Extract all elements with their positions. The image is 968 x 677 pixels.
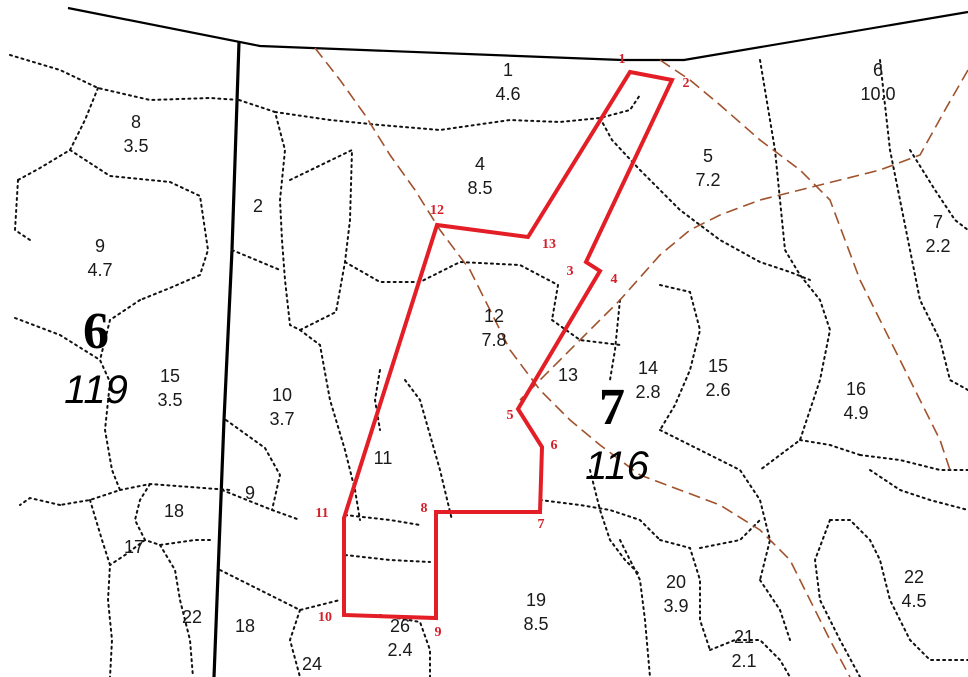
parcel-number: 18 <box>235 616 255 636</box>
parcel-number: 5 <box>703 146 713 166</box>
parcel-label: 127.8 <box>481 306 506 350</box>
parcel-number: 4 <box>475 154 485 174</box>
parcel-area: 2.1 <box>731 651 756 671</box>
vertex-label-8: 8 <box>421 501 428 516</box>
parcel-area: 2.8 <box>635 382 660 402</box>
vertex-label-2: 2 <box>683 76 690 91</box>
parcel-area: 4.5 <box>901 591 926 611</box>
north-boundary <box>67 6 968 62</box>
parcel-label: 48.5 <box>467 154 492 198</box>
parcel-label: 103.7 <box>269 385 294 429</box>
parcel-label: 57.2 <box>695 146 720 190</box>
parcel-label: 13 <box>558 365 578 385</box>
parcel-number: 7 <box>933 212 943 232</box>
parcel-area: 7.2 <box>695 170 720 190</box>
parcel-label: 203.9 <box>663 572 688 616</box>
parcel-label: 610.0 <box>860 60 895 104</box>
parcel-label: 94.7 <box>87 236 112 280</box>
quarter-boundary <box>212 41 241 677</box>
parcel-label: 11 <box>374 448 393 468</box>
parcel-number: 22 <box>904 567 924 587</box>
parcel-label: 152.6 <box>705 356 730 400</box>
vertex-label-9: 9 <box>435 625 442 640</box>
parcel-label: 262.4 <box>387 616 412 660</box>
parcel-number: 12 <box>484 306 504 326</box>
quarter-area-6: 119 <box>64 368 128 412</box>
vertex-label-5: 5 <box>507 408 514 423</box>
parcel-number: 13 <box>558 365 578 385</box>
vertex-label-7: 7 <box>538 517 545 532</box>
parcel-area: 3.7 <box>269 409 294 429</box>
parcel-area: 7.8 <box>481 330 506 350</box>
parcel-labels: 14.6610.083.548.557.2272.294.7127.8142.8… <box>87 60 950 674</box>
parcel-label: 9 <box>245 483 255 503</box>
parcel-number: 10 <box>272 385 292 405</box>
parcel-number: 6 <box>873 60 883 80</box>
parcel-label: 22 <box>182 607 202 627</box>
parcel-number: 15 <box>708 356 728 376</box>
parcel-label: 142.8 <box>635 358 660 402</box>
vertex-label-11: 11 <box>315 506 328 521</box>
quarter-area-7: 116 <box>585 444 650 488</box>
parcel-number: 16 <box>846 379 866 399</box>
vertex-label-1: 1 <box>619 52 626 67</box>
parcel-number: 2 <box>253 196 263 216</box>
parcel-number: 9 <box>95 236 105 256</box>
parcel-label: 24 <box>302 654 322 674</box>
parcel-label: 18 <box>164 501 184 521</box>
vertex-label-13: 13 <box>542 237 556 252</box>
parcel-number: 8 <box>131 112 141 132</box>
parcel-number: 9 <box>245 483 255 503</box>
quarter-labels: 6 119 7 116 <box>64 303 650 488</box>
parcel-area: 4.6 <box>495 84 520 104</box>
vertex-label-3: 3 <box>567 264 574 279</box>
vertex-label-10: 10 <box>318 610 332 625</box>
parcel-label: 224.5 <box>901 567 926 611</box>
parcel-number: 11 <box>374 448 393 468</box>
parcel-label: 18 <box>235 616 255 636</box>
quarter-number-6: 6 <box>83 303 109 360</box>
parcel-number: 1 <box>503 60 513 80</box>
parcel-label: 153.5 <box>157 366 182 410</box>
parcel-label: 72.2 <box>925 212 950 256</box>
parcel-area: 2.6 <box>705 380 730 400</box>
parcel-number: 19 <box>526 590 546 610</box>
vertex-label-4: 4 <box>611 272 618 287</box>
parcel-label: 17 <box>124 537 144 557</box>
quarter-number-7: 7 <box>599 379 625 436</box>
vertex-label-12: 12 <box>430 203 444 218</box>
vertex-label-6: 6 <box>551 438 558 453</box>
plot-outline <box>342 69 675 621</box>
parcel-label: 212.1 <box>731 627 756 671</box>
parcel-label: 164.9 <box>843 379 868 423</box>
parcel-number: 15 <box>160 366 180 386</box>
parcel-number: 17 <box>124 537 144 557</box>
parcel-label: 2 <box>253 196 263 216</box>
parcel-area: 3.5 <box>123 136 148 156</box>
parcel-number: 24 <box>302 654 322 674</box>
parcel-number: 14 <box>638 358 658 378</box>
parcel-area: 3.5 <box>157 390 182 410</box>
parcel-number: 22 <box>182 607 202 627</box>
parcel-area: 2.2 <box>925 236 950 256</box>
parcel-label: 198.5 <box>523 590 548 634</box>
parcel-number: 18 <box>164 501 184 521</box>
parcel-number: 26 <box>390 616 410 636</box>
stand-borders <box>9 54 968 677</box>
parcel-area: 10.0 <box>860 84 895 104</box>
parcel-area: 4.7 <box>87 260 112 280</box>
parcel-number: 21 <box>734 627 754 647</box>
roads <box>314 47 968 677</box>
parcel-number: 20 <box>666 572 686 592</box>
parcel-area: 3.9 <box>663 596 688 616</box>
parcel-label: 83.5 <box>123 112 148 156</box>
parcel-area: 2.4 <box>387 640 412 660</box>
parcel-area: 4.9 <box>843 403 868 423</box>
parcel-area: 8.5 <box>467 178 492 198</box>
parcel-label: 14.6 <box>495 60 520 104</box>
parcel-area: 8.5 <box>523 614 548 634</box>
